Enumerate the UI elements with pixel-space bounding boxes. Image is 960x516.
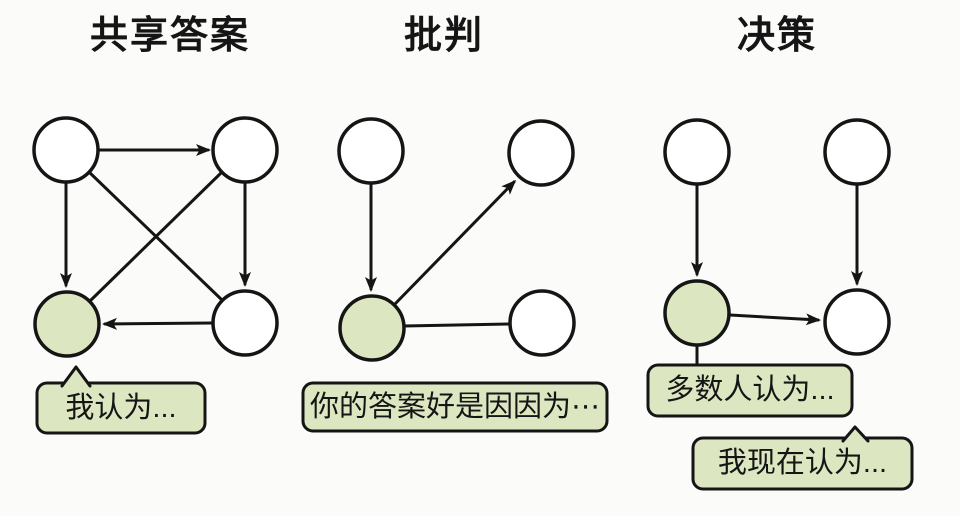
agent-node-highlighted — [663, 279, 731, 347]
speech-bubble — [35, 381, 207, 435]
speech-bubble-tail — [60, 365, 92, 388]
speech-bubble-majority — [646, 363, 854, 418]
bubble-text-majority-thinks: 多数人认为... — [665, 374, 835, 406]
agent-node-highlighted — [33, 290, 101, 358]
agent-node — [823, 118, 891, 186]
edge-bottomright-to-bottomleft-arrow — [102, 317, 215, 330]
speech-bubble-self — [691, 436, 914, 491]
speech-bubble-tail — [841, 425, 870, 443]
bubble-text-i-now-think: 我现在认为... — [717, 447, 888, 479]
panel-title-decision: 决策 — [736, 15, 817, 57]
speech-bubble — [301, 381, 609, 433]
agent-node — [663, 118, 731, 186]
bubble-text-your-answer-good-because: 你的答案好是因因为⋯ — [309, 390, 600, 423]
agent-node — [337, 117, 405, 185]
panel-critique — [301, 117, 609, 433]
panel-decision — [646, 118, 914, 491]
edge-bottomleft-to-bottomright-arrow — [728, 313, 821, 326]
edge-topright-bottomleft-line — [88, 170, 224, 303]
agent-node — [823, 288, 891, 356]
agent-node — [211, 289, 279, 357]
agent-node — [507, 119, 575, 187]
edge-bottomleft-to-topright-arrow — [392, 179, 517, 307]
agent-node — [32, 116, 100, 184]
edge-bottomleft-bottomright-line — [402, 322, 512, 328]
panel-title-share-answers: 共享答案 — [89, 15, 250, 57]
agent-node — [508, 289, 576, 357]
agent-node — [211, 116, 279, 184]
panel-share-answers — [32, 116, 279, 435]
agent-node-highlighted — [338, 294, 406, 362]
panel-title-critique: 批判 — [403, 15, 484, 57]
bubble-text-i-think: 我认为... — [65, 391, 177, 424]
